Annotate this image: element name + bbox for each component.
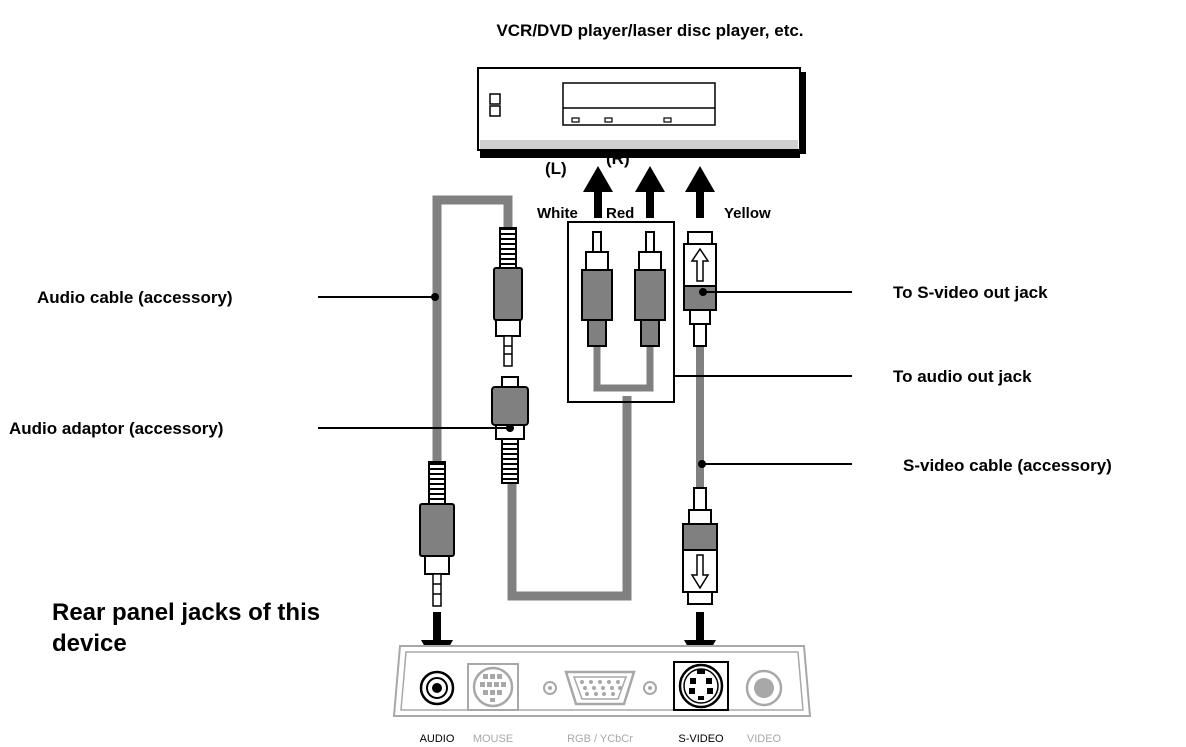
mini-plug-top — [493, 227, 523, 367]
adaptor-cable — [507, 396, 632, 601]
jack-label-rgb: RGB / YCbCr — [567, 733, 633, 745]
s-video-jack — [673, 661, 729, 711]
rear-panel-title-line2: device — [52, 630, 127, 657]
audio-cable — [432, 195, 513, 470]
mouse-jack — [467, 663, 519, 711]
rca-plug-red — [634, 231, 666, 347]
callout-dots — [431, 288, 707, 468]
callout-s-video-cable: S-video cable (accessory) — [903, 456, 1112, 475]
jack-label-video: VIDEO — [747, 733, 782, 745]
callout-audio-out: To audio out jack — [893, 367, 1032, 386]
label-yellow: Yellow — [724, 205, 771, 222]
jack-label-s-video: S-VIDEO — [678, 733, 724, 745]
callout-audio-adaptor: Audio adaptor (accessory) — [9, 419, 223, 438]
label-left-channel: (L) — [545, 159, 567, 178]
rca-plug-white — [581, 231, 613, 347]
jack-label-audio: AUDIO — [420, 733, 455, 745]
source-device — [477, 67, 806, 158]
up-arrows — [583, 166, 715, 218]
label-right-channel: (R) — [606, 149, 630, 168]
callout-s-video-out: To S-video out jack — [893, 283, 1048, 302]
rear-panel-title-line1: Rear panel jacks of this — [52, 599, 320, 626]
jack-label-mouse: MOUSE — [473, 733, 513, 745]
source-device-title: VCR/DVD player/laser disc player, etc. — [496, 21, 803, 40]
audio-jack — [419, 670, 455, 706]
s-video-plug-top — [683, 231, 717, 347]
rgb-jack — [543, 670, 657, 706]
label-white: White — [537, 205, 578, 222]
callout-audio-cable: Audio cable (accessory) — [37, 288, 233, 307]
callout-lines — [318, 291, 852, 465]
mini-plug-bottom — [419, 461, 455, 607]
rca-y-joint — [593, 343, 654, 392]
s-video-plug-bottom — [682, 487, 718, 605]
video-jack — [745, 669, 783, 707]
label-red: Red — [606, 205, 634, 222]
rca-plug-box — [567, 221, 675, 403]
